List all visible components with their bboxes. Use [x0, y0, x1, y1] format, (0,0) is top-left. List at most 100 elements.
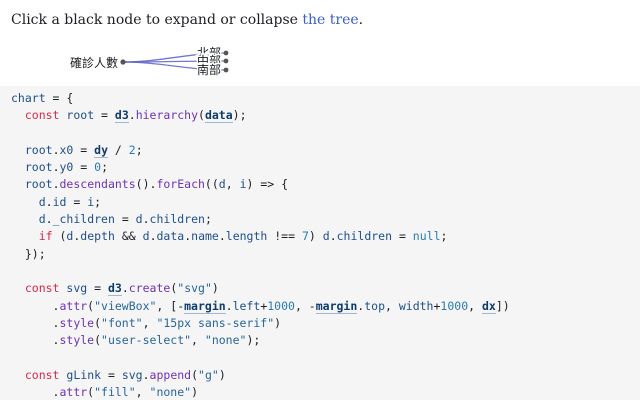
code-token: "none"	[204, 333, 247, 348]
code-token: ,	[142, 315, 157, 330]
code-token: "none"	[149, 385, 192, 400]
code-token: /	[108, 142, 129, 157]
code-token: "font"	[101, 315, 143, 330]
code-token: i	[87, 194, 95, 209]
code-token: )	[191, 385, 198, 400]
code-token: .	[11, 298, 60, 313]
code-token: (	[87, 385, 95, 400]
code-token: (	[94, 315, 102, 330]
code-token: .	[128, 108, 136, 123]
code-token: .	[142, 212, 150, 227]
code-token: =	[73, 160, 95, 175]
code-line: d.id = i;	[11, 194, 640, 211]
code-token: )	[211, 281, 219, 296]
code-token: "svg"	[177, 281, 212, 296]
code-token: (	[52, 229, 67, 244]
code-token: chart	[11, 91, 46, 105]
code-token: svg	[121, 367, 143, 382]
code-token: =	[101, 367, 122, 382]
code-token: 0	[94, 160, 102, 175]
code-token: x0	[59, 142, 74, 157]
code-token: });	[11, 246, 46, 261]
code-token[interactable]: dy	[94, 142, 108, 158]
code-token: if	[38, 229, 53, 244]
code-token: append	[149, 367, 192, 382]
code-token: const	[24, 281, 60, 296]
code-token: left	[232, 298, 261, 313]
code-token[interactable]: margin	[315, 298, 358, 314]
code-token: ;	[204, 212, 212, 227]
tree-child-node-central[interactable]	[223, 58, 229, 64]
tree-svg: 確診人數 北部 中部 南部	[68, 44, 229, 79]
code-token: =	[94, 108, 115, 123]
code-line	[11, 349, 640, 366]
tree-links	[122, 52, 227, 71]
code-token: =	[114, 212, 136, 227]
tree-root-label: 確診人數	[70, 55, 118, 70]
code-token	[11, 281, 25, 295]
code-token: descendants	[59, 177, 136, 192]
code-token: d	[142, 229, 150, 244]
code-token: style	[59, 333, 95, 348]
code-token: .	[121, 281, 129, 296]
code-line: .style("user-select", "none");	[11, 332, 640, 349]
code-token: );	[246, 333, 261, 348]
code-token[interactable]: data	[204, 108, 233, 124]
code-token: , [-	[156, 298, 185, 313]
tree-root-node[interactable]	[120, 59, 126, 65]
code-token	[11, 143, 25, 157]
tree-child-node-south[interactable]	[223, 67, 229, 73]
tree-child-label-north: 北部	[197, 45, 221, 60]
code-token: "viewBox"	[94, 298, 157, 313]
code-token: root	[24, 142, 53, 157]
code-token: null	[412, 229, 441, 244]
code-token: .	[218, 229, 226, 244]
code-token: ;	[101, 160, 109, 175]
code-token: hierarchy	[135, 108, 199, 123]
code-token[interactable]: dx	[481, 298, 496, 314]
code-token[interactable]: d3	[114, 108, 129, 124]
code-token	[11, 195, 39, 209]
code-token: d	[135, 212, 143, 227]
code-token: , -	[294, 298, 316, 313]
tree-link[interactable]: the tree	[302, 12, 359, 28]
code-token: &&	[114, 229, 143, 244]
code-token: 1000	[440, 298, 469, 313]
code-token[interactable]: d3	[107, 281, 122, 297]
code-token: style	[59, 315, 95, 330]
code-token: .	[184, 229, 192, 244]
code-token: .	[11, 385, 60, 400]
code-token: d	[322, 229, 330, 244]
code-token: ])	[495, 298, 510, 313]
code-token: attr	[59, 298, 88, 313]
code-token: "15px sans-serif"	[156, 315, 275, 330]
intro-paragraph: Click a black node to expand or collapse…	[11, 12, 363, 28]
tree-child-node-north[interactable]	[223, 50, 229, 56]
code-token[interactable]: margin	[184, 298, 226, 314]
code-token: =	[73, 142, 95, 157]
code-token: root	[66, 108, 95, 123]
code-token	[11, 177, 25, 191]
code-line: .attr("viewBox", [-margin.left+1000, -ma…	[11, 298, 640, 315]
code-token	[11, 108, 25, 122]
code-token: const	[24, 108, 60, 123]
code-line: const gLink = svg.append("g")	[11, 367, 640, 384]
intro-text: Click a black node to expand or collapse	[11, 12, 303, 28]
code-token: (	[94, 333, 102, 348]
code-token: .	[45, 212, 53, 227]
code-line: });	[11, 246, 640, 263]
code-token: !==	[267, 229, 302, 244]
code-token: forEach	[156, 177, 205, 192]
code-token: root	[24, 160, 53, 175]
code-token: create	[128, 281, 171, 296]
code-token: ,	[385, 298, 399, 313]
code-token: id	[52, 194, 67, 209]
code-block: chart = { const root = d3.hierarchy(data…	[0, 86, 640, 400]
code-token	[11, 368, 25, 382]
code-token: .	[52, 160, 60, 175]
code-token	[11, 212, 39, 226]
code-token: .	[329, 229, 337, 244]
code-line: .style("font", "15px sans-serif")	[11, 315, 640, 332]
code-token: .	[225, 298, 233, 313]
code-token: name	[191, 229, 219, 244]
